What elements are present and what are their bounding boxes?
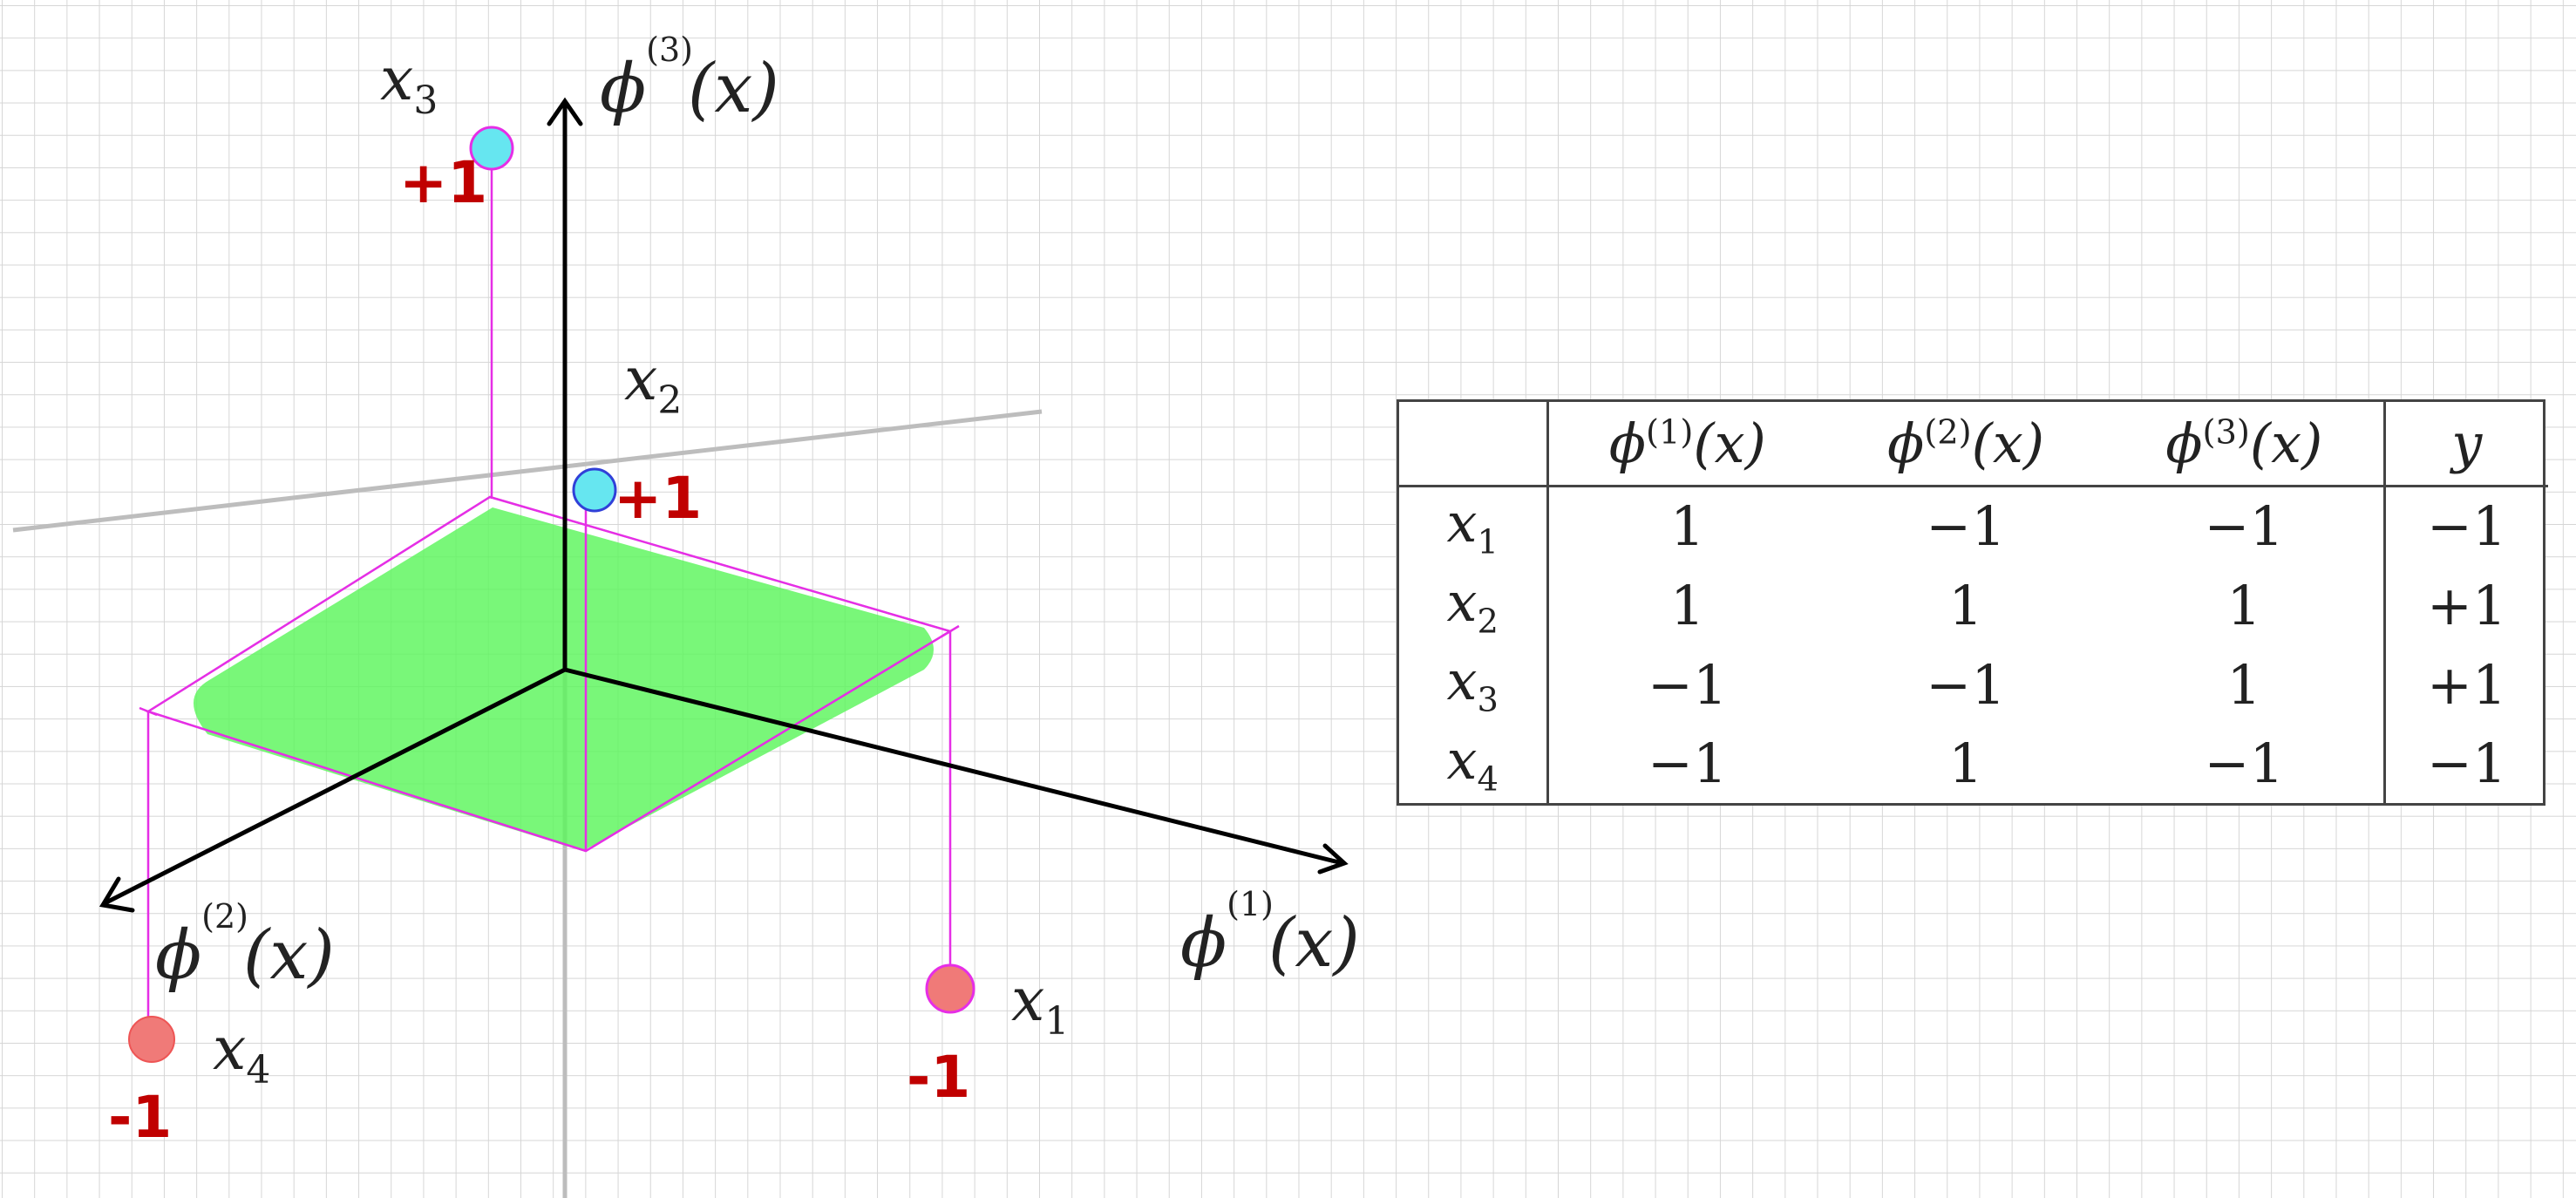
row-label: x1 (1399, 486, 1549, 567)
point-x4-circle (128, 1016, 175, 1063)
table-cell: 1 (1670, 574, 1705, 638)
point-x4-label: x4 (213, 1015, 270, 1092)
point-x2-label: x2 (624, 345, 682, 423)
point-x1-circle (925, 963, 975, 1014)
table-cell: 1 (2226, 574, 2261, 638)
table-cell: −1 (2204, 494, 2284, 559)
row-label: x2 (1399, 566, 1549, 645)
phi3-axis-label: ϕ(3)(x) (600, 31, 779, 128)
header-blank-cell (1399, 402, 1549, 487)
table-row: x2 1 1 1 +1 (1399, 566, 2548, 645)
table-cell-y: +1 (2382, 566, 2548, 645)
phi2-axis-label: ϕ(2)(x) (155, 897, 335, 995)
feature-table-grid: ϕ(1)(x) ϕ(2)(x) ϕ(3)(x) y x1 1 −1 −1 −1 … (1399, 402, 2548, 803)
table-row: x1 1 −1 −1 −1 (1399, 486, 2548, 567)
table-cell: −1 (1926, 494, 2006, 559)
phi2-axis-line (102, 667, 568, 906)
point-x3-label: x3 (380, 45, 438, 123)
phi3-arrowhead (547, 97, 583, 126)
table-cell-y: −1 (2382, 724, 2548, 803)
table-header-row: ϕ(1)(x) ϕ(2)(x) ϕ(3)(x) y (1399, 402, 2548, 487)
class-mark-x3: +1 (399, 149, 487, 216)
header-phi1: ϕ(1)(x) (1547, 402, 1826, 487)
phi1-axis-line (562, 667, 1345, 866)
header-phi2: ϕ(2)(x) (1826, 402, 2105, 487)
table-cell: 1 (1670, 494, 1705, 559)
grey-axis-line (12, 409, 1043, 533)
class-mark-x2: +1 (614, 465, 702, 532)
feature-table: ϕ(1)(x) ϕ(2)(x) ϕ(3)(x) y x1 1 −1 −1 −1 … (1397, 399, 2548, 806)
point-x1-label: x1 (1011, 966, 1069, 1044)
phi2-arrowhead (99, 876, 135, 913)
table-row: x3 −1 −1 1 +1 (1399, 644, 2548, 725)
header-y: y (2382, 402, 2548, 487)
point-x3-circle (469, 126, 514, 171)
table-cell: 1 (1948, 732, 1983, 796)
table-cell: −1 (1648, 732, 1728, 796)
table-row: x4 −1 1 −1 −1 (1399, 724, 2548, 803)
table-cell: 1 (1948, 574, 1983, 638)
table-cell-y: +1 (2382, 644, 2548, 725)
class-mark-x4: -1 (108, 1084, 172, 1151)
axes (99, 97, 1349, 913)
phi1-arrowhead (1317, 843, 1349, 875)
separating-plane (146, 495, 953, 853)
point-x2-circle (572, 467, 617, 513)
class-mark-x1: -1 (907, 1044, 970, 1111)
table-cell: 1 (2226, 652, 2261, 717)
table-cell: −1 (1926, 652, 2006, 717)
projection-lines (139, 164, 960, 1029)
phi1-axis-label: ϕ(1)(x) (1180, 885, 1360, 983)
table-cell: −1 (1648, 652, 1728, 717)
header-phi3: ϕ(3)(x) (2105, 402, 2384, 487)
row-label: x4 (1399, 724, 1549, 803)
row-label: x3 (1399, 644, 1549, 725)
table-cell: −1 (2204, 732, 2284, 796)
table-cell-y: −1 (2382, 486, 2548, 567)
